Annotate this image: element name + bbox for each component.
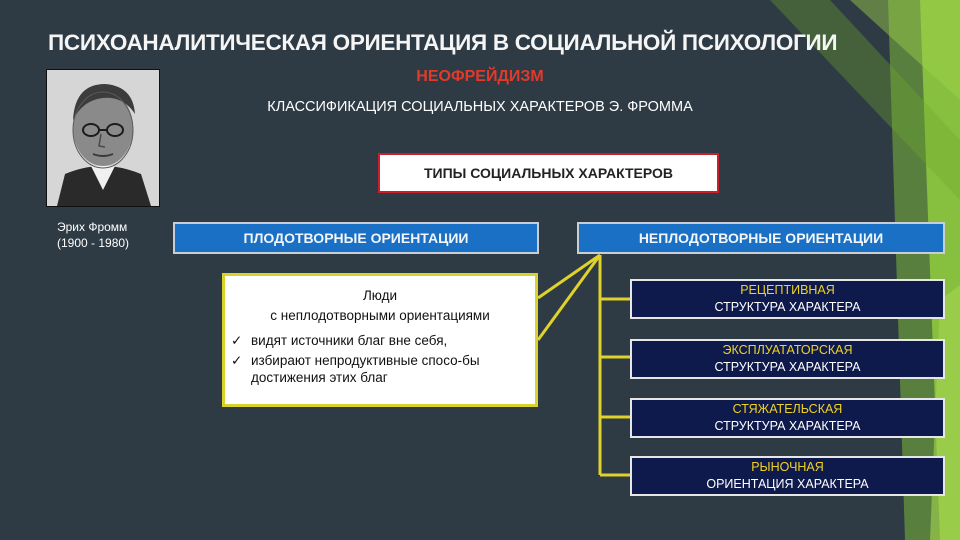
type-kind: ОРИЕНТАЦИЯ ХАРАКТЕРА [706,477,869,491]
photo-caption: Эрих Фромм (1900 - 1980) [57,219,129,251]
type-name: РЕЦЕПТИВНАЯ [740,283,835,297]
types-header-label: ТИПЫ СОЦИАЛЬНЫХ ХАРАКТЕРОВ [423,165,674,181]
type-name: ЭКСПЛУАТАТОРСКАЯ [722,343,853,357]
unproductive-orientations-label: НЕПЛОДОТВОРНЫЕ ОРИЕНТАЦИИ [638,230,884,246]
list-item: ✓ видят источники благ вне себя, [231,332,535,349]
subtitle: НЕОФРЕЙДИЗМ [416,68,544,85]
type-name: СТЯЖАТЕЛЬСКАЯ [732,402,843,416]
type-kind: СТРУКТУРА ХАРАКТЕРА [714,300,861,314]
people-note-line1: Люди [362,288,398,303]
receptive-type-box: РЕЦЕПТИВНАЯ СТРУКТУРА ХАРАКТЕРА [630,279,945,319]
checkmark-icon: ✓ [231,333,243,348]
people-note-heading: Люди с неплодотворными ориентациями [225,286,535,326]
people-note-bullet-1: видят источники благ вне себя, [251,333,448,348]
marketing-type-box: РЫНОЧНАЯ ОРИЕНТАЦИЯ ХАРАКТЕРА [630,456,945,496]
list-item: ✓ избирают непродуктивные спосо-бы дости… [231,352,535,386]
type-kind: СТРУКТУРА ХАРАКТЕРА [714,419,861,433]
checkmark-icon: ✓ [231,353,243,368]
caption-years: (1900 - 1980) [57,236,130,250]
productive-orientations-box: ПЛОДОТВОРНЫЕ ОРИЕНТАЦИИ [173,222,539,254]
people-note-list: ✓ видят источники благ вне себя, ✓ избир… [231,332,535,386]
caption-name: Эрих Фромм [57,220,128,234]
people-note-line2: с неплодотворными ориентациями [270,308,490,323]
type-kind: СТРУКТУРА ХАРАКТЕРА [714,360,861,374]
unproductive-orientations-box: НЕПЛОДОТВОРНЫЕ ОРИЕНТАЦИИ [577,222,945,254]
page-title: ПСИХОАНАЛИТИЧЕСКАЯ ОРИЕНТАЦИЯ В СОЦИАЛЬН… [48,30,838,55]
hoarding-type-box: СТЯЖАТЕЛЬСКАЯ СТРУКТУРА ХАРАКТЕРА [630,398,945,438]
classification-heading: КЛАССИФИКАЦИЯ СОЦИАЛЬНЫХ ХАРАКТЕРОВ Э. Ф… [267,99,693,115]
people-note-bullet-2: избирают непродуктивные спосо-бы достиже… [251,353,480,385]
type-name: РЫНОЧНАЯ [751,460,824,474]
productive-orientations-label: ПЛОДОТВОРНЫЕ ОРИЕНТАЦИИ [243,230,469,246]
exploitative-type-box: ЭКСПЛУАТАТОРСКАЯ СТРУКТУРА ХАРАКТЕРА [630,339,945,379]
portrait-photo [46,69,160,207]
types-header-box: ТИПЫ СОЦИАЛЬНЫХ ХАРАКТЕРОВ [378,153,719,193]
unproductive-people-note: Люди с неплодотворными ориентациями ✓ ви… [222,273,538,407]
